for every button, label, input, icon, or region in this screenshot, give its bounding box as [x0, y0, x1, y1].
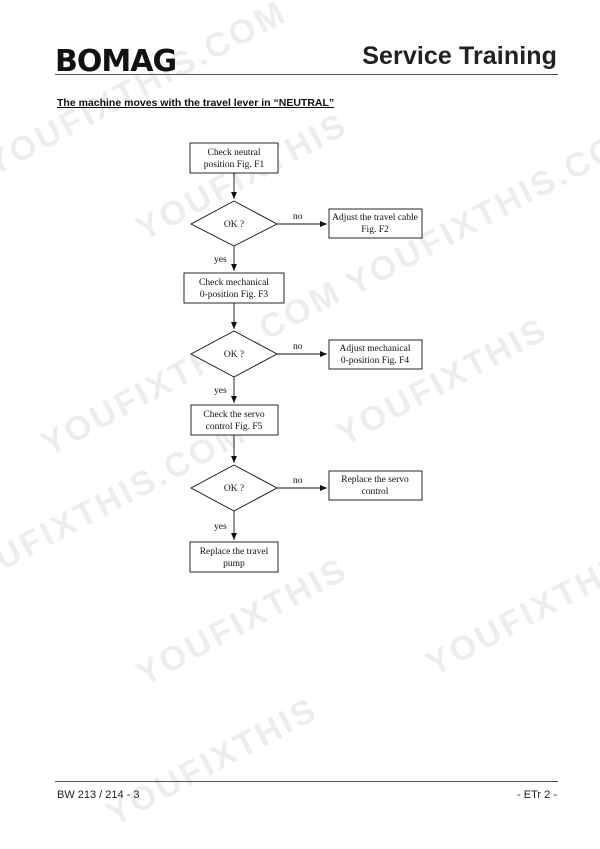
- decision-3-label: OK ?: [224, 484, 244, 494]
- no-label-1: no: [293, 212, 303, 222]
- footer-model: BW 213 / 214 - 3: [57, 789, 140, 801]
- step-box-1: [189, 142, 279, 174]
- step-4-line-1: Replace the travel: [200, 547, 269, 557]
- action-1-line-2: Fig. F2: [361, 225, 389, 235]
- yes-label-3: yes: [214, 522, 227, 532]
- action-box-3: [328, 470, 423, 501]
- section-title: The machine moves with the travel lever …: [57, 97, 335, 109]
- step-3-line-2: control Fig. F5: [206, 422, 263, 432]
- step-2-line-1: Check mechanical: [199, 278, 269, 288]
- footer-page-number: - ETr 2 -: [517, 789, 557, 801]
- action-2-line-1: Adjust mechanical: [340, 344, 411, 354]
- step-4-line-2: pump: [223, 559, 245, 569]
- step-box-4: [189, 541, 279, 573]
- step-1-line-2: position Fig. F1: [204, 160, 265, 170]
- footer-divider: [55, 781, 558, 782]
- yes-label-2: yes: [214, 386, 227, 396]
- action-2-line-2: 0-position Fig. F4: [341, 356, 410, 366]
- action-1-line-1: Adjust the travel cable: [332, 213, 418, 223]
- no-label-3: no: [293, 476, 303, 486]
- action-3-line-1: Replace the servo: [341, 475, 409, 485]
- action-box-1: [328, 208, 423, 239]
- action-box-2: [328, 339, 423, 370]
- no-label-2: no: [293, 342, 303, 352]
- action-3-line-2: control: [362, 487, 389, 497]
- logo-text: BOMAG: [55, 44, 175, 79]
- step-box-3: [190, 404, 279, 436]
- bomag-logo: BOMAG: [55, 44, 175, 79]
- step-1-line-1: Check neutral: [207, 148, 260, 158]
- decision-1-label: OK ?: [224, 220, 244, 230]
- step-2-line-2: 0-position Fig. F3: [200, 290, 269, 300]
- yes-label-1: yes: [214, 255, 227, 265]
- page-header-title: Service Training: [362, 42, 557, 70]
- decision-2-label: OK ?: [224, 350, 244, 360]
- header-divider: [55, 74, 558, 75]
- step-3-line-1: Check the servo: [203, 410, 264, 420]
